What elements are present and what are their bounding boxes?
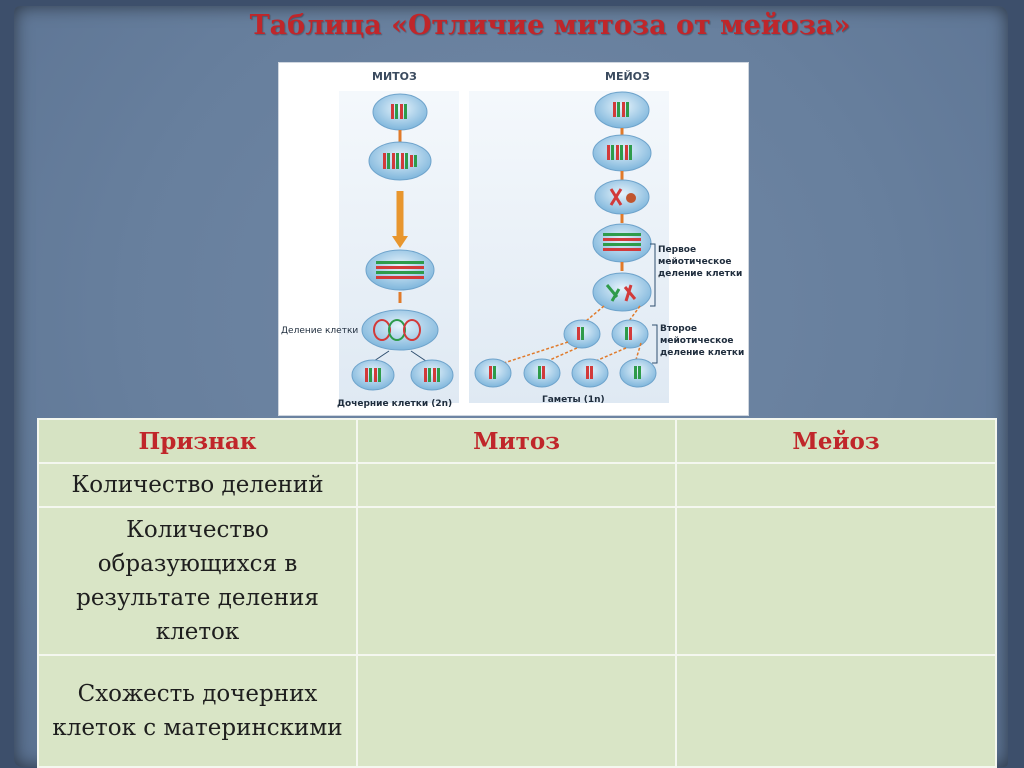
meiosis-cell-5 — [593, 273, 651, 311]
daughter-cells-label: Дочерние клетки (2n) — [337, 399, 452, 409]
comparison-table: Признак Митоз Мейоз Количество делений К… — [37, 418, 997, 768]
second-meiotic-label-3: деление клетки — [660, 348, 744, 358]
meiosis-cell-4 — [593, 224, 651, 262]
meiosis-cell-1 — [595, 92, 649, 128]
mitosis-cell[interactable] — [357, 463, 676, 507]
slide-title: Таблица «Отличие митоза от мейоза» — [0, 10, 1024, 41]
meiosis-cell[interactable] — [676, 655, 996, 767]
table-row: Количество делений — [38, 463, 996, 507]
daughter-cell-1 — [352, 360, 394, 390]
meiosis-cell[interactable] — [676, 507, 996, 655]
header-feature: Признак — [38, 419, 357, 463]
gamete-1 — [475, 359, 511, 387]
gametes-label: Гаметы (1n) — [542, 395, 605, 405]
header-meiosis: Мейоз — [676, 419, 996, 463]
row-label: Схожесть дочерних клеток с материнскими — [38, 655, 357, 767]
mitosis-cell-2 — [369, 142, 431, 180]
mitosis-cell-3 — [366, 250, 434, 290]
first-meiotic-label-3: деление клетки — [658, 269, 742, 279]
meiosis-cell-7 — [612, 320, 648, 348]
mitosis-heading: МИТОЗ — [372, 70, 417, 83]
table-row: Количество образующихся в результате дел… — [38, 507, 996, 655]
gamete-4 — [620, 359, 656, 387]
row-label: Количество образующихся в результате дел… — [38, 507, 357, 655]
meiosis-cell-3 — [595, 180, 649, 214]
gamete-2 — [524, 359, 560, 387]
mitosis-meiosis-diagram: МИТОЗ МЕЙОЗ — [278, 62, 749, 416]
meiosis-cell-2 — [593, 135, 651, 171]
second-meiotic-label-1: Второе — [660, 324, 697, 334]
mitosis-cell-1 — [373, 94, 427, 130]
header-mitosis: Митоз — [357, 419, 676, 463]
meiosis-cell[interactable] — [676, 463, 996, 507]
cell-division-label: Деление клетки — [281, 326, 358, 336]
daughter-cell-2 — [411, 360, 453, 390]
mitosis-cell-4 — [362, 310, 438, 350]
mitosis-cell[interactable] — [357, 655, 676, 767]
meiosis-heading: МЕЙОЗ — [605, 70, 650, 83]
gamete-3 — [572, 359, 608, 387]
meiosis-cell-6 — [564, 320, 600, 348]
row-label: Количество делений — [38, 463, 357, 507]
first-meiotic-label-2: мейотическое — [658, 257, 732, 267]
table-header-row: Признак Митоз Мейоз — [38, 419, 996, 463]
table-row: Схожесть дочерних клеток с материнскими — [38, 655, 996, 767]
mitosis-cell[interactable] — [357, 507, 676, 655]
second-meiotic-label-2: мейотическое — [660, 336, 734, 346]
first-meiotic-label-1: Первое — [658, 245, 696, 255]
